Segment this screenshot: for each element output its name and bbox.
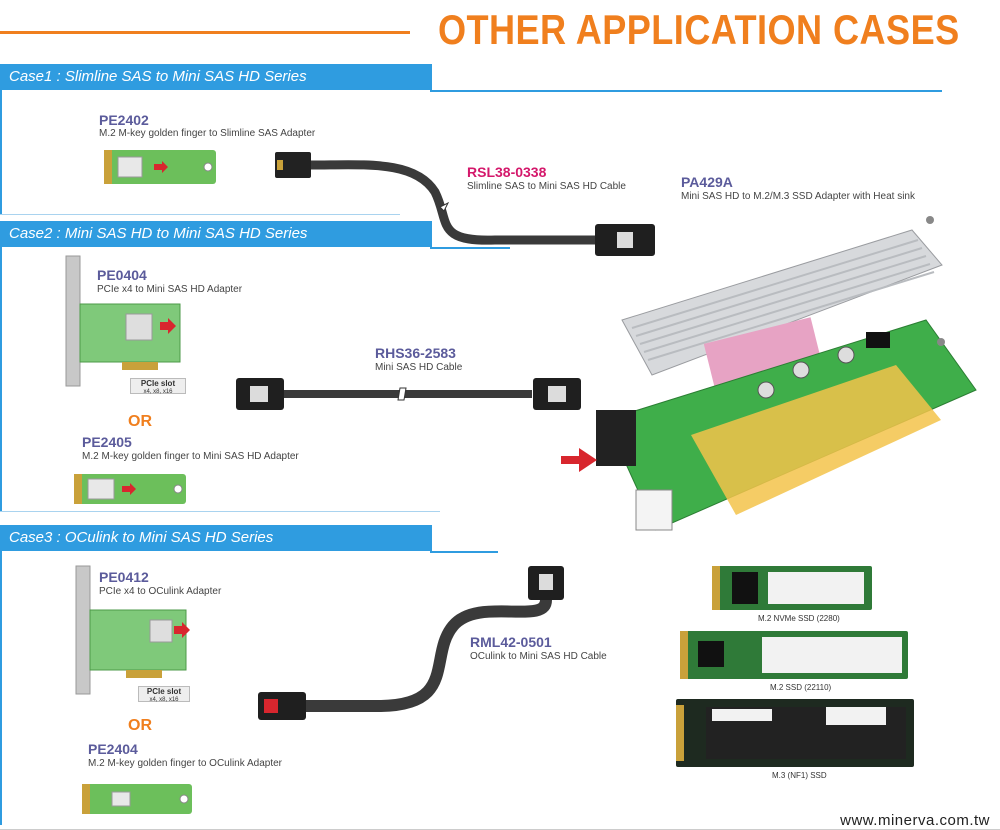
pcie-slot-title: PCIe slot xyxy=(140,379,176,388)
header-rule xyxy=(0,31,410,34)
pe0412-pcie-slot: PCIe slot x4, x8, x16 xyxy=(138,686,190,703)
pe0412-desc: PCIe x4 to OCulink Adapter xyxy=(99,586,222,597)
case3-bar: Case3 : OCulink to Mini SAS HD Series xyxy=(0,525,432,551)
pe2405-board-image xyxy=(74,474,186,504)
m2-nvme-ssd-image xyxy=(712,566,872,610)
pe2404-desc: M.2 M-key golden finger to OCulink Adapt… xyxy=(88,758,282,769)
pe2405-desc: M.2 M-key golden finger to Mini SAS HD A… xyxy=(82,451,299,462)
rhs36-desc: Mini SAS HD Cable xyxy=(375,362,463,373)
rhs36-model: RHS36-2583 xyxy=(375,345,456,361)
case1-bar: Case1 : Slimline SAS to Mini SAS HD Seri… xyxy=(0,64,432,90)
m2-22110-ssd-image xyxy=(680,631,908,679)
pe2404-model: PE2404 xyxy=(88,741,138,757)
ssd-caption-1: M.2 NVMe SSD (2280) xyxy=(758,614,840,623)
or-label: OR xyxy=(128,413,152,430)
rsl38-cable-image xyxy=(275,152,655,256)
pe2404-board-image xyxy=(82,784,192,814)
case2-rule xyxy=(430,247,510,249)
case3-rule xyxy=(430,551,498,553)
pe2402-model: PE2402 xyxy=(99,112,149,128)
case2-label: Case2 : Mini SAS HD to Mini SAS HD Serie… xyxy=(9,225,308,242)
pa429a-board-image xyxy=(596,319,977,531)
pe2405-model: PE2405 xyxy=(82,434,132,450)
case2-bottom-border xyxy=(0,511,440,512)
rml42-model: RML42-0501 xyxy=(470,634,552,650)
pcie-slot-sub: x4, x8, x16 xyxy=(143,389,173,395)
ssd-caption-3: M.3 (NF1) SSD xyxy=(772,771,827,780)
rml42-cable-image xyxy=(258,566,564,720)
case1-label: Case1 : Slimline SAS to Mini SAS HD Seri… xyxy=(9,68,307,85)
pe0404-desc: PCIe x4 to Mini SAS HD Adapter xyxy=(97,284,243,295)
or-label-2: OR xyxy=(128,717,152,734)
heat-sink-image xyxy=(621,216,943,393)
pe0404-card-image xyxy=(65,255,181,387)
rhs36-cable-image xyxy=(236,378,581,410)
pa429a-desc: Mini SAS HD to M.2/M.3 SSD Adapter with … xyxy=(681,191,915,202)
pcie-slot-sub-2: x4, x8, x16 xyxy=(149,697,179,703)
rsl38-model: RSL38-0338 xyxy=(467,164,547,180)
case2-bar: Case2 : Mini SAS HD to Mini SAS HD Serie… xyxy=(0,221,432,247)
case1-left-border xyxy=(0,64,2,214)
pe2402-desc: M.2 M-key golden finger to Slimline SAS … xyxy=(99,128,316,139)
ssd-caption-2: M.2 SSD (22110) xyxy=(770,683,832,692)
page-title: OTHER APPLICATION CASES xyxy=(438,6,960,53)
case3-label: Case3 : OCulink to Mini SAS HD Series xyxy=(9,529,274,546)
case1-rule xyxy=(430,90,942,92)
footer-url[interactable]: www.minerva.com.tw xyxy=(840,812,990,829)
rml42-desc: OCulink to Mini SAS HD Cable xyxy=(470,651,607,662)
red-arrow-icon xyxy=(561,448,597,472)
m3-nf1-ssd-image xyxy=(676,699,914,767)
pe0404-pcie-slot: PCIe slot x4, x8, x16 xyxy=(130,378,186,395)
case2-left-border xyxy=(0,221,2,511)
pcie-slot-title-2: PCIe slot xyxy=(146,687,182,696)
pe0404-model: PE0404 xyxy=(97,267,147,283)
pe0412-model: PE0412 xyxy=(99,569,149,585)
rsl38-desc: Slimline SAS to Mini SAS HD Cable xyxy=(467,181,626,192)
pe0412-card-image xyxy=(75,565,190,695)
pa429a-model: PA429A xyxy=(681,174,733,190)
case3-left-border xyxy=(0,525,2,825)
pe2402-board-image xyxy=(104,150,216,184)
case1-bottom-border xyxy=(0,214,400,215)
